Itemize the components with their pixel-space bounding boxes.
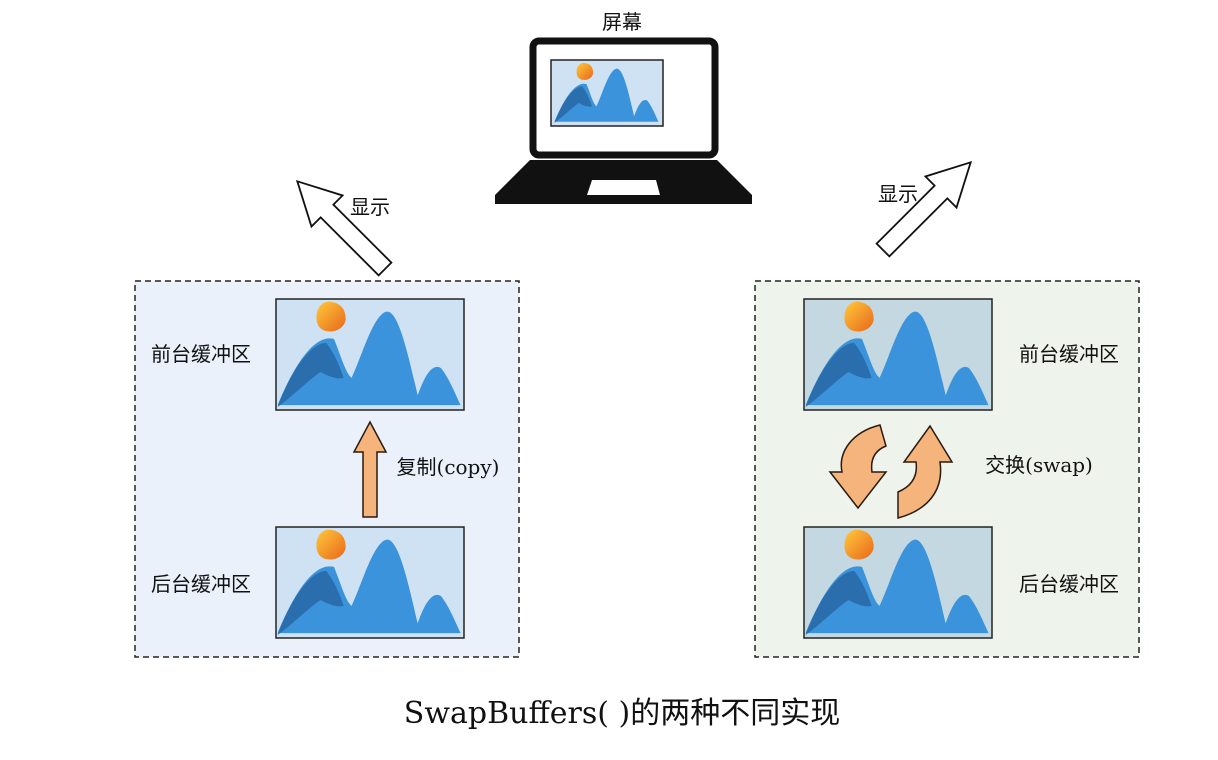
right-panel: 前台缓冲区 交换(swap) 后台缓冲区 xyxy=(754,280,1140,658)
right-back-label: 后台缓冲区 xyxy=(1019,572,1119,596)
diagram-caption: SwapBuffers( )的两种不同实现 xyxy=(404,696,840,731)
copy-label: 复制(copy) xyxy=(397,455,500,479)
outline-arrow-icon xyxy=(295,179,393,277)
screen-label: 屏幕 xyxy=(602,10,642,34)
right-display-label: 显示 xyxy=(878,182,918,206)
left-back-label: 后台缓冲区 xyxy=(151,572,251,596)
left-front-buffer-image xyxy=(275,298,465,411)
right-front-buffer-image xyxy=(803,298,993,411)
outline-arrow-icon xyxy=(875,160,973,258)
swap-label: 交换(swap) xyxy=(985,453,1093,477)
left-front-label: 前台缓冲区 xyxy=(151,342,251,366)
laptop-icon xyxy=(495,37,752,204)
right-back-buffer-image xyxy=(803,526,993,639)
left-back-buffer-image xyxy=(275,526,465,639)
left-panel: 前台缓冲区 复制(copy) 后台缓冲区 xyxy=(134,280,520,658)
right-front-label: 前台缓冲区 xyxy=(1019,342,1119,366)
swap-arrows-icon xyxy=(828,424,954,519)
left-display-label: 显示 xyxy=(350,195,390,219)
up-arrow-icon xyxy=(352,420,388,518)
